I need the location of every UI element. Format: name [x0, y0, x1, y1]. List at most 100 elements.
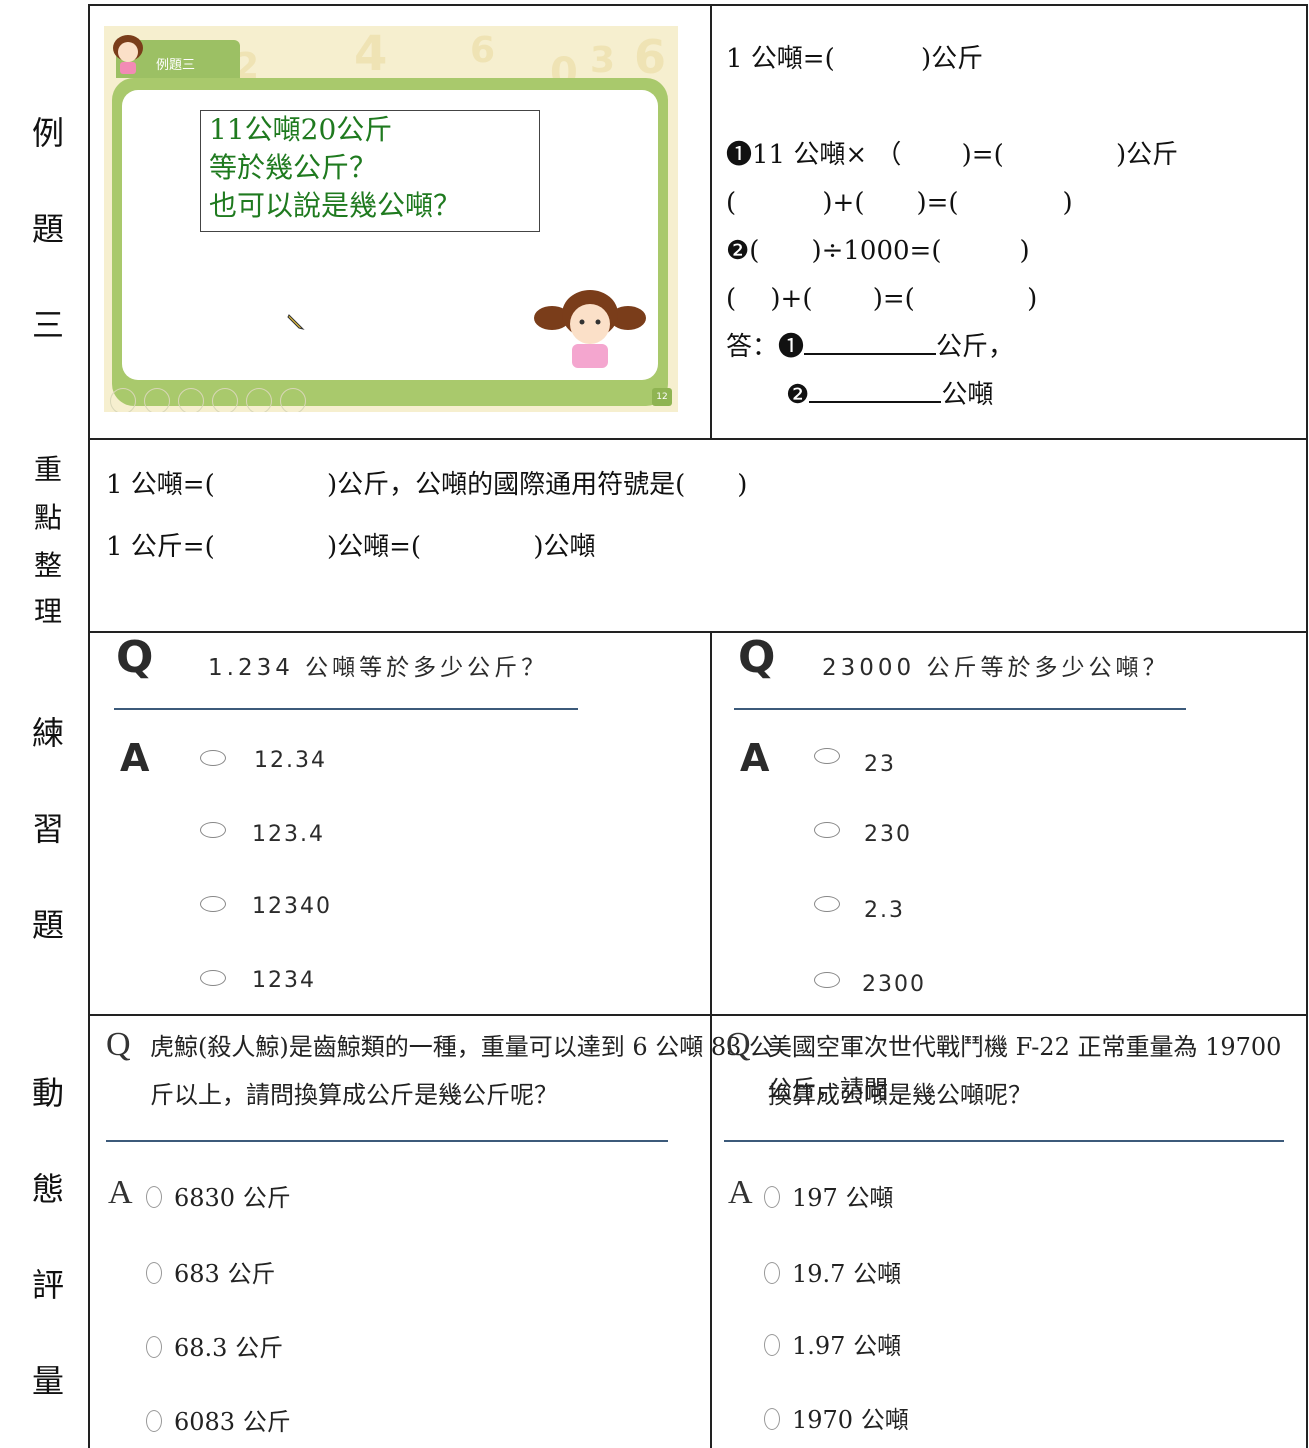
assessment-radio[interactable] — [146, 1262, 162, 1284]
girl-character-icon — [534, 290, 646, 368]
row-label-example: 題 — [31, 210, 64, 248]
table-border-mid — [710, 4, 712, 438]
practice-option[interactable]: 230 — [864, 822, 912, 847]
practice-divider — [114, 708, 578, 710]
assessment-question-line: 斤以上，請問換算成公斤是幾公斤呢？ — [150, 1081, 558, 1109]
assessment-q-letter: Q — [106, 1026, 131, 1063]
practice-a-letter: A — [740, 736, 770, 780]
slide-bg-number: 6 — [470, 30, 496, 71]
practice-option[interactable]: 123.4 — [252, 822, 325, 847]
practice-option[interactable]: 12340 — [252, 894, 332, 919]
row-label-assessment: 態 — [31, 1170, 64, 1208]
practice-radio[interactable] — [200, 822, 226, 838]
practice-q-letter: Q — [116, 632, 154, 683]
assessment-radio[interactable] — [764, 1262, 780, 1284]
summary-line: 1 公斤=( )公噸=( )公噸 — [106, 532, 596, 562]
summary-line: 1 公噸=( )公斤，公噸的國際通用符號是( ) — [106, 470, 748, 500]
practice-question: 1.234 公噸等於多少公斤？ — [208, 655, 549, 681]
slide-question-line: 等於幾公斤？ — [209, 151, 378, 184]
practice-radio[interactable] — [814, 748, 840, 764]
slide-control-button[interactable] — [110, 388, 136, 412]
assessment-option[interactable]: 197 公噸 — [792, 1184, 894, 1212]
slide-control-button[interactable] — [178, 388, 204, 412]
slide-tab-label: 例題三 — [156, 58, 196, 73]
assessment-option[interactable]: 6083 公斤 — [174, 1408, 291, 1436]
example-answer-line: ❷ 公噸 — [786, 374, 993, 411]
answer-mark-2: ❷ — [786, 380, 810, 410]
slide-question-line: 也可以說是幾公噸？ — [209, 189, 462, 222]
practice-radio[interactable] — [814, 896, 840, 912]
practice-radio[interactable] — [200, 750, 226, 766]
assessment-question-line: 換算成公噸是幾公噸呢？ — [768, 1081, 1032, 1109]
assessment-option[interactable]: 19.7 公噸 — [792, 1260, 902, 1288]
row-label-practice: 練 — [31, 714, 64, 752]
answer-blank-2[interactable] — [809, 377, 942, 403]
example-work-line: ( )+( )=( ) — [726, 284, 1038, 314]
slide-bg-number: 4 — [354, 26, 388, 82]
assessment-question-line: 美國空軍次世代戰鬥機 F-22 正常重量為 19700 公斤，請問 — [768, 1033, 1282, 1103]
answer-mark-1: ❶ — [778, 332, 805, 362]
practice-radio[interactable] — [200, 896, 226, 912]
assessment-option[interactable]: 68.3 公斤 — [174, 1334, 284, 1362]
assessment-divider — [106, 1140, 668, 1142]
answer-prefix: 答： — [726, 332, 779, 362]
practice-radio[interactable] — [814, 822, 840, 838]
slide-control-button[interactable] — [280, 388, 306, 412]
row-label-summary: 重 — [33, 453, 62, 486]
example-work-line: ( )+( )=( ) — [726, 188, 1073, 218]
assessment-radio[interactable] — [146, 1186, 162, 1208]
table-border-top — [88, 4, 1308, 6]
practice-q-letter: Q — [738, 632, 776, 683]
answer-unit-2: 公噸 — [941, 380, 994, 410]
assessment-option[interactable]: 1970 公噸 — [792, 1406, 909, 1434]
table-border — [88, 1014, 1308, 1016]
row-label-assessment: 動 — [31, 1074, 64, 1112]
slide-bg-number: 3 — [590, 40, 616, 81]
assessment-a-letter: A — [108, 1174, 133, 1211]
answer-blank-1[interactable] — [804, 329, 937, 355]
assessment-radio[interactable] — [146, 1336, 162, 1358]
example-work-line: ❶11 公噸× （ )=( )公斤 — [726, 140, 1179, 170]
slide-control-button[interactable] — [144, 388, 170, 412]
practice-radio[interactable] — [200, 970, 226, 986]
assessment-a-letter: A — [728, 1174, 753, 1211]
table-border — [88, 631, 1308, 633]
assessment-radio[interactable] — [146, 1410, 162, 1432]
table-border-mid — [710, 631, 712, 1448]
practice-option[interactable]: 1234 — [252, 968, 316, 993]
assessment-option[interactable]: 1.97 公噸 — [792, 1332, 902, 1360]
example-slide: 4 6 2 0 3 6 例題三 11公噸20公斤 等於幾公斤？ 也可以說是幾公噸… — [104, 26, 678, 412]
row-label-assessment: 評 — [31, 1266, 64, 1304]
girl-avatar-icon — [113, 35, 143, 74]
assessment-radio[interactable] — [764, 1334, 780, 1356]
practice-question: 23000 公斤等於多少公噸？ — [822, 655, 1170, 681]
slide-page-badge: 12 — [652, 388, 672, 406]
assessment-radio[interactable] — [764, 1186, 780, 1208]
slide-question-box: 11公噸20公斤 等於幾公斤？ 也可以說是幾公噸？ — [200, 110, 540, 232]
table-border-left — [88, 4, 90, 1448]
assessment-radio[interactable] — [764, 1408, 780, 1430]
slide-control-button[interactable] — [212, 388, 238, 412]
table-border — [88, 438, 1308, 440]
assessment-question-line: 虎鯨(殺人鯨)是齒鯨類的一種，重量可以達到 6 公噸 83 公 — [150, 1033, 774, 1061]
assessment-option[interactable]: 683 公斤 — [174, 1260, 276, 1288]
assessment-divider — [724, 1140, 1284, 1142]
assessment-q-letter: Q — [726, 1026, 751, 1063]
practice-option[interactable]: 12.34 — [254, 748, 327, 773]
row-label-example: 三 — [31, 306, 64, 344]
row-label-summary: 點 — [33, 501, 62, 534]
practice-option[interactable]: 2300 — [862, 972, 926, 997]
row-label-summary: 整 — [33, 549, 62, 582]
pencil-icon — [287, 314, 305, 330]
slide-control-button[interactable] — [246, 388, 272, 412]
practice-option[interactable]: 23 — [864, 752, 896, 777]
assessment-option[interactable]: 6830 公斤 — [174, 1184, 291, 1212]
example-work-line: 1 公噸=( )公斤 — [726, 44, 984, 74]
practice-divider — [734, 708, 1186, 710]
practice-option[interactable]: 2.3 — [864, 898, 905, 923]
row-label-practice: 題 — [31, 906, 64, 944]
row-label-assessment: 量 — [31, 1362, 64, 1400]
practice-radio[interactable] — [814, 972, 840, 988]
row-label-summary: 理 — [33, 595, 62, 628]
